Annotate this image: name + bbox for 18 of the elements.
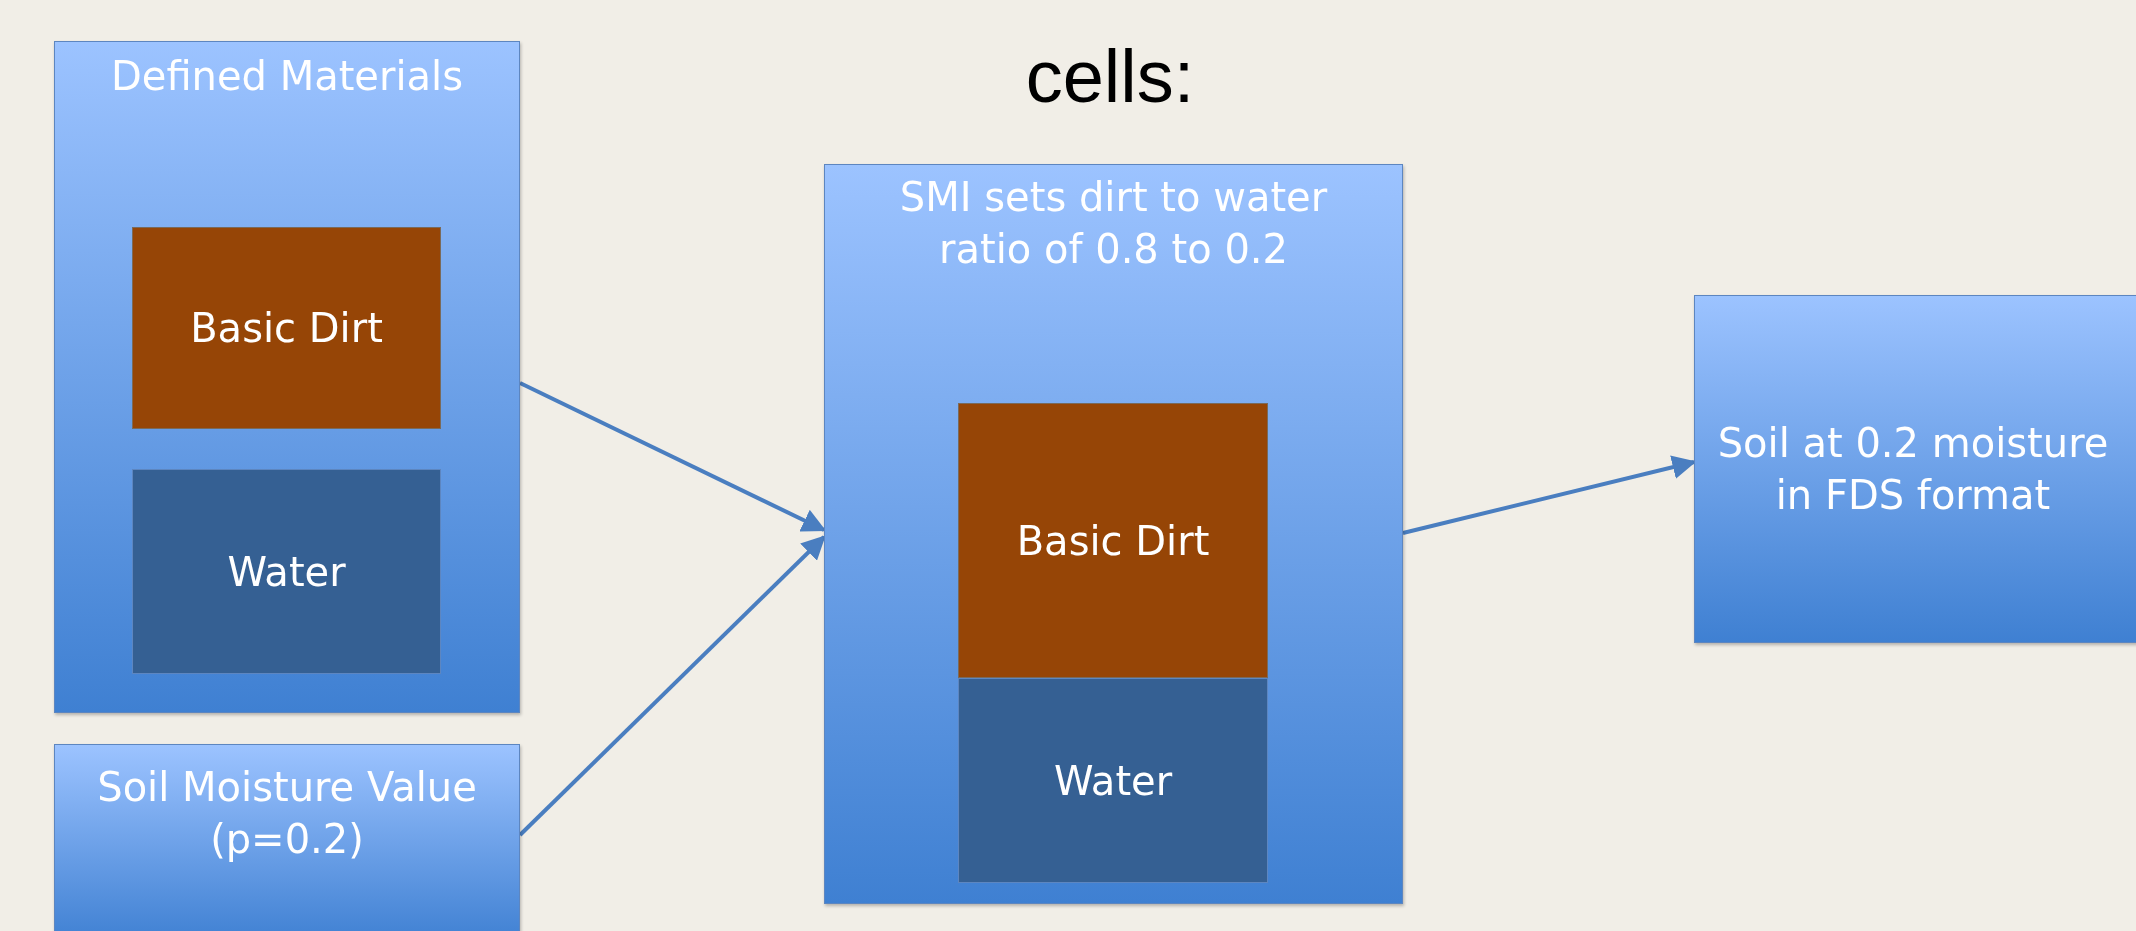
process-box xyxy=(54,41,520,713)
arrow xyxy=(518,535,826,837)
box-label: Soil Moisture Value (p=0.2) xyxy=(96,763,478,864)
process-box xyxy=(1694,295,2136,643)
material-box xyxy=(132,469,441,674)
box-label: Basic Dirt xyxy=(189,304,384,353)
process-box xyxy=(824,164,1403,904)
box-label: Water xyxy=(1052,756,1174,806)
material-box xyxy=(958,403,1268,678)
material-box xyxy=(958,678,1268,883)
box-label: SMI sets dirt to water ratio of 0.8 to 0.2 xyxy=(898,173,1329,274)
box-label: Soil at 0.2 moisture in FDS format xyxy=(1716,419,2110,520)
box-label: Water xyxy=(226,547,347,597)
process-box xyxy=(54,744,520,931)
box-label: Defined Materials xyxy=(110,52,464,101)
title: cells: xyxy=(1024,34,1196,119)
box-label: Basic Dirt xyxy=(1015,516,1211,566)
material-box xyxy=(132,227,441,429)
